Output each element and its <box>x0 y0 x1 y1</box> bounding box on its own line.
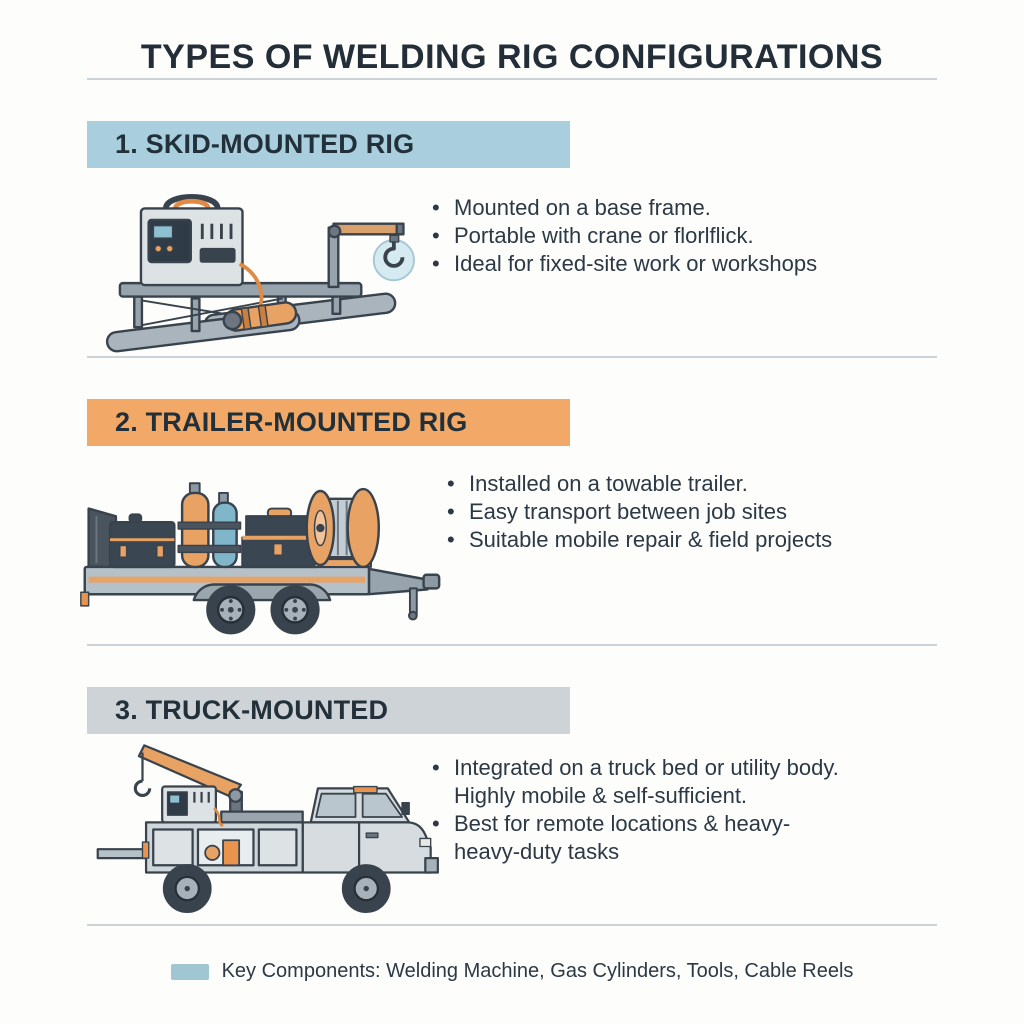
utility-body <box>96 810 304 874</box>
list-item: • Installed on a towable trailer. <box>447 470 832 498</box>
bullet-dot: • <box>447 527 455 552</box>
bullet-text: Installed on a towable trailer. <box>469 471 748 496</box>
bullet-dot: • <box>447 499 455 524</box>
section-1-heading: 1. SKID-MOUNTED RIG <box>87 121 570 168</box>
bullet-text: Integrated on a truck bed or utility bod… <box>454 755 839 780</box>
skid-mounted-rig-illustration <box>105 194 415 353</box>
legend-swatch <box>170 963 209 980</box>
list-item: • Best for remote locations & heavy-heavy… <box>432 810 839 866</box>
truck-wheels <box>162 864 391 913</box>
toolbox <box>108 513 176 569</box>
legend: Key Components: Welding Machine, Gas Cyl… <box>87 960 937 983</box>
crane-hook <box>133 779 152 798</box>
bullet-dot: • <box>432 755 440 780</box>
section-2-bullets: • Installed on a towable trailer. • Easy t… <box>447 452 832 644</box>
bullet-text: Ideal for fixed-site work or workshops <box>454 251 818 276</box>
section-2-heading: 2. TRAILER-MOUNTED RIG <box>87 399 570 446</box>
truck-mounted-rig-illustration <box>96 744 439 913</box>
section-truck-mounted: 3. TRUCK-MOUNTED <box>87 687 937 924</box>
list-item: • Ideal for fixed-site work or workshops <box>432 250 817 278</box>
gas-cylinders <box>177 482 242 569</box>
bullet-dot: • <box>432 195 440 220</box>
torch-roller <box>222 301 298 332</box>
open-tailgate <box>96 848 148 860</box>
truck-rig-illustration-wrap <box>87 740 439 924</box>
toolbox-stepped <box>241 507 318 569</box>
bullet-text: Suitable mobile repair & field projects <box>469 527 833 552</box>
bullet-text: heavy-duty tasks <box>454 839 620 864</box>
bullet-text: Portable with crane or florlflick. <box>454 223 754 248</box>
welding-cable <box>213 807 224 828</box>
cable-reel <box>305 487 381 569</box>
truck-cab <box>301 785 439 874</box>
welding-machine <box>139 194 264 318</box>
trailer-mounted-rig-illustration <box>80 482 441 635</box>
crane-hook <box>372 234 415 282</box>
bullet-text: Easy transport between job sites <box>469 499 787 524</box>
divider <box>87 356 937 358</box>
bullet-dot: • <box>432 223 440 248</box>
page-title: TYPES OF WELDING RIG CONFIGURATIONS <box>140 38 884 76</box>
crane-arm <box>327 222 405 289</box>
legend-label: Key Components: Welding Machine, Gas Cyl… <box>221 960 854 982</box>
section-trailer-mounted: 2. TRAILER-MOUNTED RIG <box>80 399 937 644</box>
section-3-bullets: • Integrated on a truck bed or utility bo… <box>432 740 839 924</box>
bullet-text: Best for remote locations & heavy- <box>454 811 791 836</box>
bullet-text: Mounted on a base frame. <box>454 195 711 220</box>
infographic: TYPES OF WELDING RIG CONFIGURATIONS 1. S… <box>80 0 937 983</box>
section-1-bullets: • Mounted on a base frame. • Portable with… <box>432 172 817 356</box>
list-item: • Integrated on a truck bed or utility bo… <box>432 754 839 810</box>
section-skid-mounted: 1. SKID-MOUNTED RIG <box>87 121 937 356</box>
bed-welding-machine <box>161 785 224 828</box>
bullet-dot: • <box>432 811 440 836</box>
list-item: • Suitable mobile repair & field projects <box>447 526 832 554</box>
cargo-item <box>204 844 221 861</box>
trailer-rig-illustration-wrap <box>75 452 447 644</box>
cargo-item <box>222 839 241 867</box>
divider <box>87 924 937 926</box>
list-item: • Easy transport between job sites <box>447 498 832 526</box>
trailer-axles <box>192 583 332 635</box>
list-item: • Portable with crane or florlflick. <box>432 222 817 250</box>
section-3-heading: 3. TRUCK-MOUNTED <box>87 687 570 734</box>
bullet-text: Highly mobile & self-sufficient. <box>454 783 748 808</box>
trailer-hitch <box>367 567 441 621</box>
divider <box>87 78 937 80</box>
skid-rig-illustration-wrap <box>87 172 432 356</box>
divider <box>87 644 937 646</box>
bullet-dot: • <box>447 471 455 496</box>
crane-boom <box>133 744 243 828</box>
bullet-dot: • <box>432 251 440 276</box>
list-item: • Mounted on a base frame. <box>432 194 817 222</box>
